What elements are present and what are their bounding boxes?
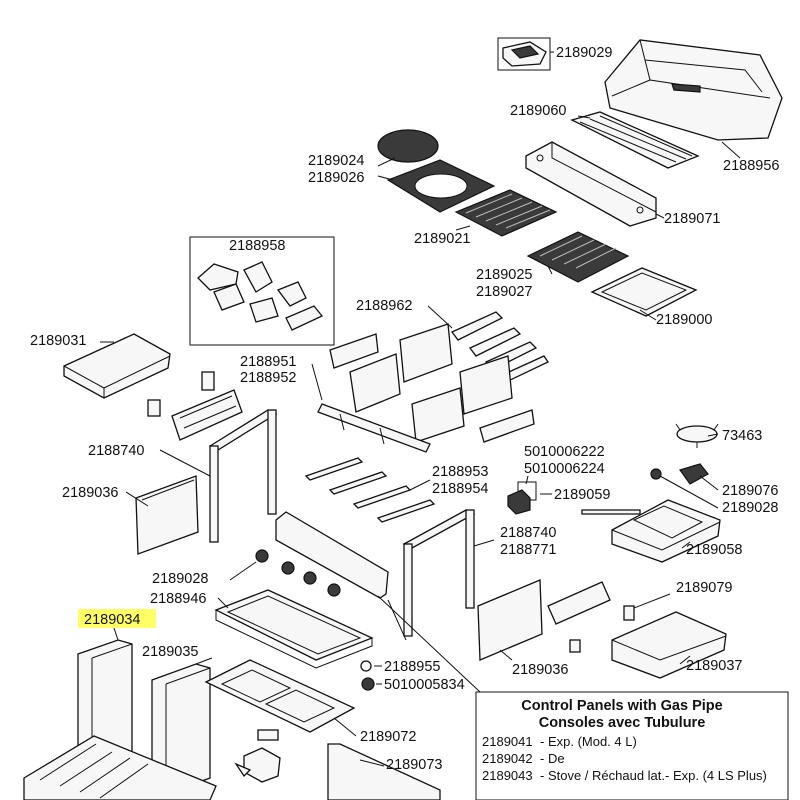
drip-plate-part [590,267,698,317]
label-2188958: 2188958 [229,238,285,254]
side-burner-box-part [611,499,721,563]
label-2189028-b: 2189028 [152,571,208,587]
side-panel-left-part [135,475,199,555]
highlight-2189034 [78,609,156,628]
label-2188771: 2188771 [500,542,556,558]
label-2188956: 2188956 [723,158,779,174]
cart-leg-left-part [208,409,278,543]
thermometer-part [497,37,551,71]
pizza-stone-part [377,129,496,213]
label-2189059: 2189059 [554,487,610,503]
cooking-grid-part [454,189,558,237]
label-2188952: 2188952 [240,370,296,386]
label-2189026: 2189026 [308,170,364,186]
label-2189035: 2189035 [142,644,198,660]
label-2188740-b: 2188740 [500,525,556,541]
tank-holder-part [234,729,281,783]
info-row-code: 2189041 [482,734,533,749]
gas-pipe-part [581,509,641,515]
label-2188954: 2188954 [432,481,488,497]
label-2189034: 2189034 [84,612,140,628]
control-panel-part [255,511,389,599]
label-2189036-b: 2189036 [512,662,568,678]
label-73463: 73463 [722,428,762,444]
cross-rails-part [304,457,436,523]
info-box-subtitle: Consoles avec Tubulure [539,715,706,731]
info-row-desc: - De [540,751,565,766]
control-panels-info-box: Control Panels with Gas Pipe Consoles av… [475,691,789,800]
label-2189060: 2189060 [510,103,566,119]
info-box-title: Control Panels with Gas Pipe [521,698,722,714]
bottom-shelf-part [204,659,356,733]
label-2188962: 2188962 [356,298,412,314]
right-control-bracket-part [547,581,635,653]
side-shelf-left-part [63,333,171,399]
warming-rack-part [570,111,700,169]
bottom-tray-part [327,743,441,800]
info-row-desc: - Stove / Réchaud lat.- Exp. (4 LS Plus) [540,768,767,783]
label-2188953: 2188953 [432,464,488,480]
base-grate-part [23,735,217,800]
label-2189021: 2189021 [414,231,470,247]
label-2188740-a: 2188740 [88,443,144,459]
label-5010005834: 5010005834 [384,677,465,693]
grease-tray-part [214,589,374,669]
side-shelf-right-part [611,611,727,679]
label-2189024: 2189024 [308,153,364,169]
label-2188955: 2188955 [384,659,440,675]
leader-lines [100,51,741,767]
lid-hood-part [604,39,783,141]
fittings-part [360,660,375,691]
label-5010006224: 5010006224 [524,461,605,477]
firebox-panels-part [317,323,535,453]
label-2189029: 2189029 [556,45,612,61]
left-bracket-part [147,371,243,441]
label-5010006222: 5010006222 [524,444,605,460]
burner-holder-kit-part [189,236,335,346]
side-panel-right-part [477,579,543,661]
label-2189071: 2189071 [664,211,720,227]
label-2189073: 2189073 [386,757,442,773]
info-row-code: 2189042 [482,751,533,766]
label-2189031: 2189031 [30,333,86,349]
label-2189000: 2189000 [656,312,712,328]
part-labels: 2189029 2189060 2188956 2189024 2189026 … [30,45,779,773]
label-2189072: 2189072 [360,729,416,745]
label-2189058: 2189058 [686,542,742,558]
label-2189027: 2189027 [476,284,532,300]
label-2189025: 2189025 [476,267,532,283]
info-row-code: 2189043 [482,768,533,783]
label-2189037: 2189037 [686,658,742,674]
label-2188946: 2188946 [150,591,206,607]
heat-shield-part [525,141,657,227]
side-burner-part [650,423,719,485]
cart-leg-right-part [402,509,476,637]
griddle-part [526,231,630,283]
valve-part [507,481,537,515]
label-2188951: 2188951 [240,354,296,370]
info-row-desc: - Exp. (Mod. 4 L) [540,734,637,749]
label-2189028-a: 2189028 [722,500,778,516]
label-2189076: 2189076 [722,483,778,499]
label-2189079: 2189079 [676,580,732,596]
label-2189036-a: 2189036 [62,485,118,501]
